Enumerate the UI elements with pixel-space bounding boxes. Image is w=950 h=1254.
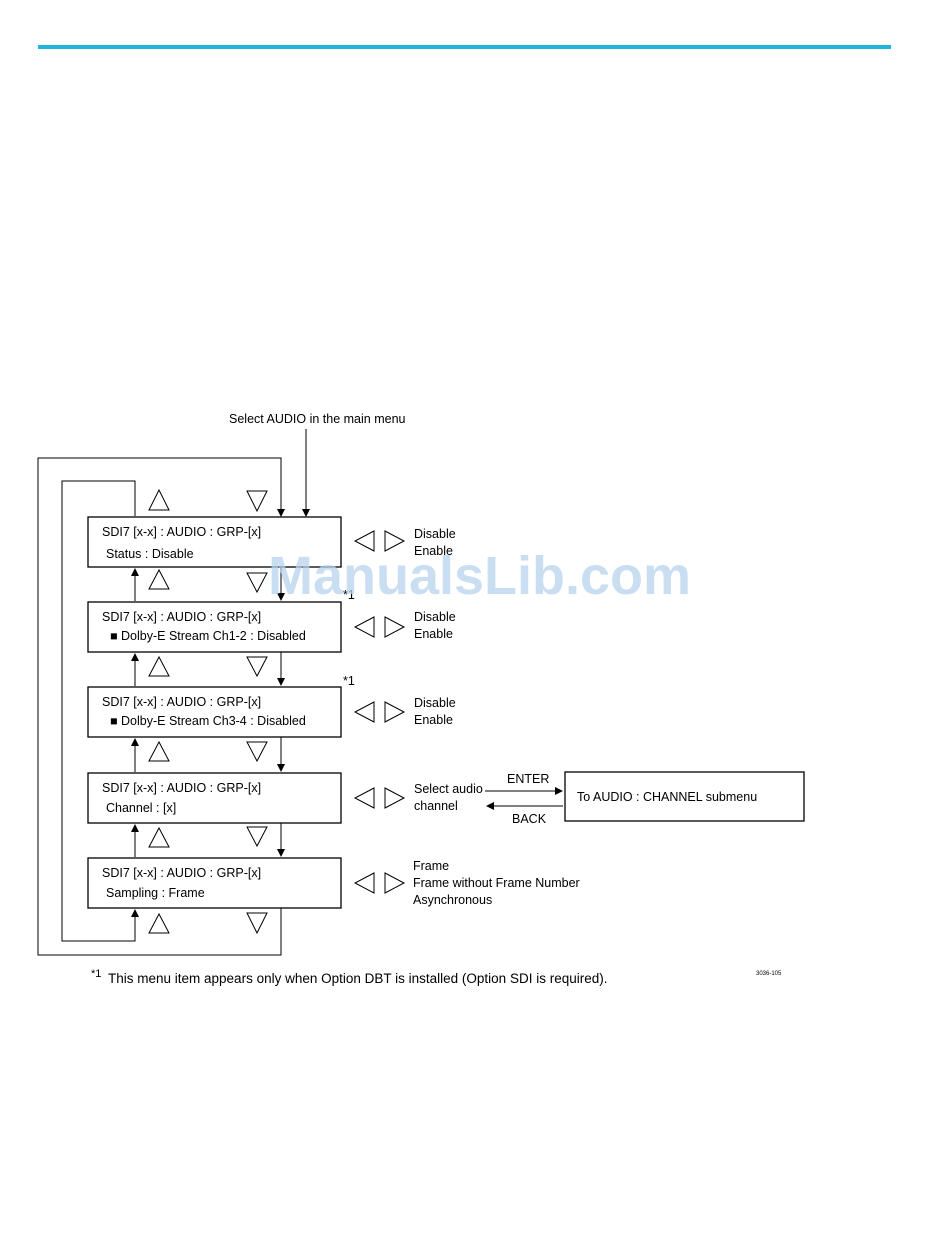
menu-box-sampling: [87, 857, 342, 909]
option-text: Enable: [414, 713, 453, 727]
menu-box-title: SDI7 [x-x] : AUDIO : GRP-[x]: [102, 781, 261, 795]
footnote-mark: *1: [91, 968, 101, 980]
right-triangle-icon: [384, 530, 406, 552]
menu-box-title: SDI7 [x-x] : AUDIO : GRP-[x]: [102, 525, 261, 539]
down-triangle-icon: [246, 912, 268, 935]
left-triangle-icon: [353, 787, 375, 809]
option-text: Enable: [414, 627, 453, 641]
footnote-mark: *1: [343, 588, 355, 602]
menu-box-value: Sampling : Frame: [106, 886, 205, 900]
menu-box-value: ■ Dolby-E Stream Ch1-2 : Disabled: [110, 629, 306, 643]
enter-label: ENTER: [507, 772, 549, 786]
left-triangle-icon: [353, 701, 375, 723]
menu-box-title: SDI7 [x-x] : AUDIO : GRP-[x]: [102, 695, 261, 709]
right-triangle-icon: [384, 616, 406, 638]
down-triangle-icon: [246, 656, 268, 678]
menu-box-value: Status : Disable: [106, 547, 194, 561]
up-triangle-icon: [148, 568, 170, 590]
option-text: Frame: [413, 859, 449, 873]
back-label: BACK: [512, 812, 547, 826]
down-triangle-icon: [246, 826, 268, 848]
right-triangle-icon: [384, 872, 406, 894]
down-triangle-icon: [246, 490, 268, 513]
menu-box-channel: [87, 772, 342, 824]
up-triangle-icon: [148, 740, 170, 762]
option-text: Enable: [414, 544, 453, 558]
left-triangle-icon: [353, 616, 375, 638]
left-triangle-icon: [353, 872, 375, 894]
top-rule: [38, 45, 891, 49]
up-triangle-icon: [148, 655, 170, 677]
option-text: Disable: [414, 610, 456, 624]
menu-box-dolby-ch3-4: [87, 686, 342, 738]
up-triangle-icon: [148, 826, 170, 848]
footnote-mark: *1: [343, 674, 355, 688]
option-text: Asynchronous: [413, 893, 492, 907]
down-triangle-icon: [246, 572, 268, 594]
down-triangle-icon: [246, 741, 268, 763]
option-text: Disable: [414, 696, 456, 710]
up-triangle-icon: [148, 912, 170, 934]
watermark: ManualsLib.com: [268, 546, 691, 606]
option-text: Disable: [414, 527, 456, 541]
left-triangle-icon: [353, 530, 375, 552]
menu-box-dolby-ch1-2: [87, 601, 342, 653]
right-triangle-icon: [384, 787, 406, 809]
inner-loop-arrow: [61, 480, 139, 942]
up-triangle-icon: [148, 488, 170, 511]
entry-label: Select AUDIO in the main menu: [229, 412, 406, 426]
menu-box-title: SDI7 [x-x] : AUDIO : GRP-[x]: [102, 610, 261, 624]
option-text: Frame without Frame Number: [413, 876, 580, 890]
right-triangle-icon: [384, 701, 406, 723]
menu-box-value: Channel : [x]: [106, 801, 176, 815]
menu-box-title: SDI7 [x-x] : AUDIO : GRP-[x]: [102, 866, 261, 880]
submenu-box: [564, 771, 805, 822]
figure-id: 3036-105: [756, 971, 782, 977]
outer-loop-arrow: [37, 457, 285, 956]
menu-box-status: [87, 516, 342, 568]
option-text: channel: [414, 799, 458, 813]
footnote-text: This menu item appears only when Option …: [108, 971, 607, 986]
option-text: Select audio: [414, 782, 483, 796]
submenu-label: To AUDIO : CHANNEL submenu: [577, 790, 757, 804]
menu-box-value: ■ Dolby-E Stream Ch3-4 : Disabled: [110, 714, 306, 728]
